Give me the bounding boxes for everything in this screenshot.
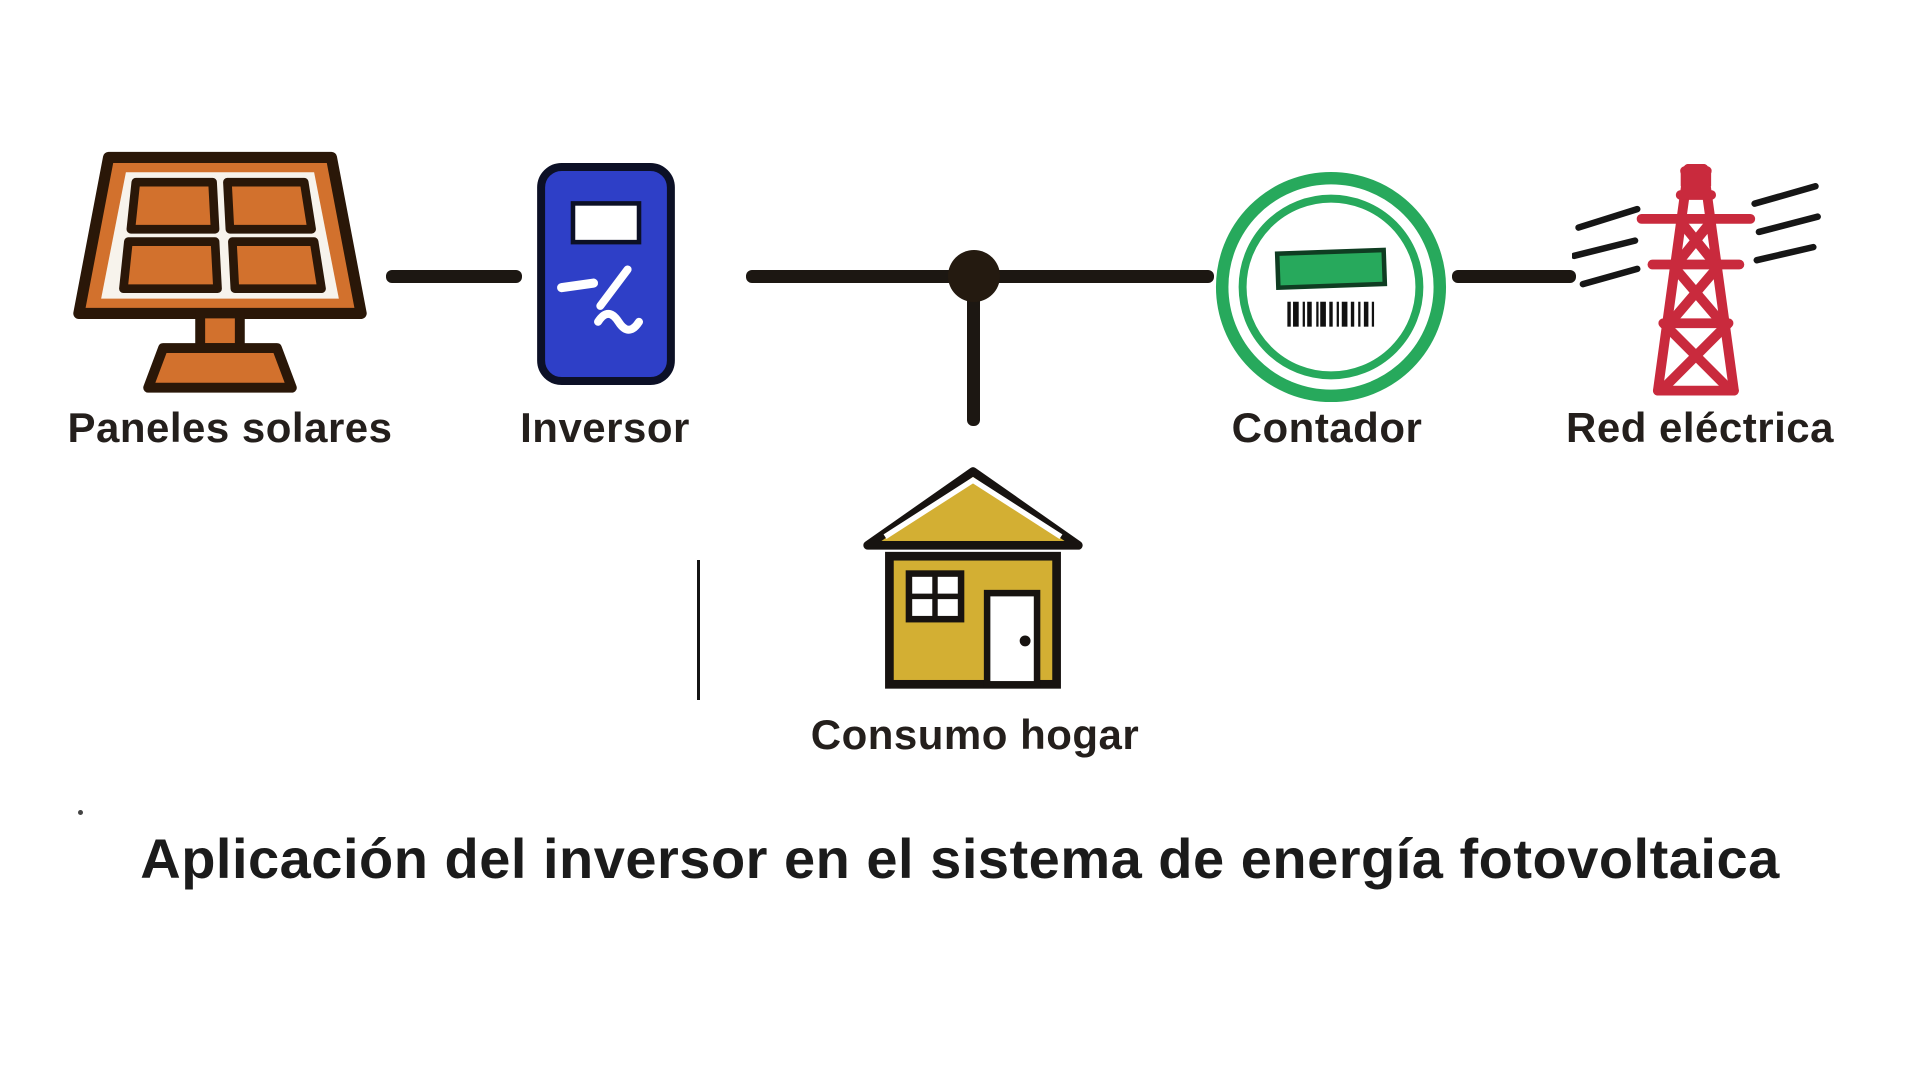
speck-mark xyxy=(78,810,83,815)
label-contador: Contador xyxy=(1231,404,1423,451)
meter-icon xyxy=(1212,168,1450,406)
wire-meter-to-grid xyxy=(1452,270,1576,283)
wire-junction-to-meter xyxy=(974,270,1214,283)
wire-panels-to-inverter xyxy=(386,270,522,283)
power-grid-icon xyxy=(1572,158,1822,408)
wire-inverter-to-junction xyxy=(746,270,974,283)
inverter-icon xyxy=(532,160,680,388)
solar-panel-icon xyxy=(70,150,370,410)
diagram-title: Aplicación del inversor en el sistema de… xyxy=(140,827,1780,890)
label-red-electrica: Red eléctrica xyxy=(1566,404,1834,451)
label-inversor: Inversor xyxy=(520,404,690,451)
stray-vertical-mark xyxy=(697,560,700,700)
junction-dot xyxy=(948,250,1000,302)
wire-junction-to-house xyxy=(967,276,980,426)
label-consumo-hogar: Consumo hogar xyxy=(810,711,1140,758)
house-icon xyxy=(848,465,1098,693)
label-paneles-solares: Paneles solares xyxy=(67,404,393,451)
